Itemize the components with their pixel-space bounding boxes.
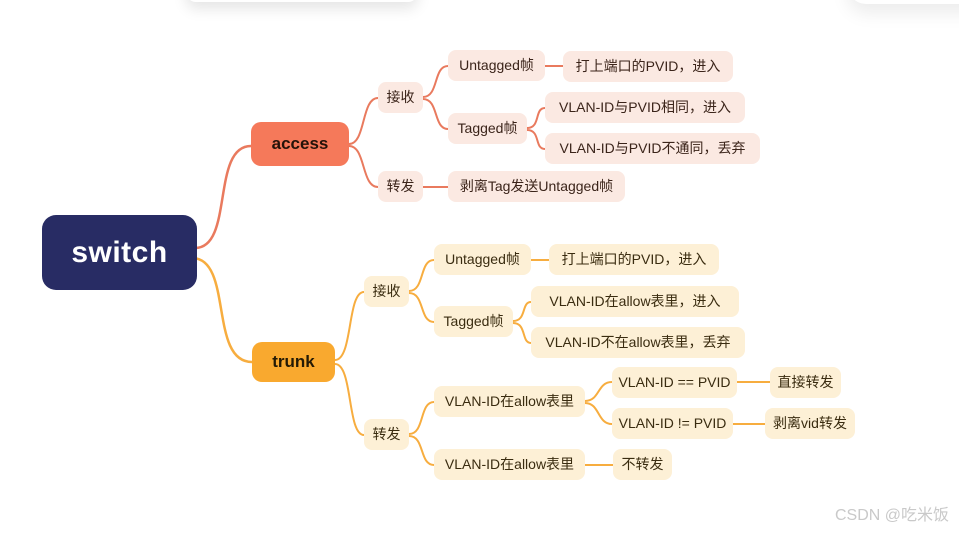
node-access-receive-untagged[interactable]: Untagged帧 bbox=[448, 50, 545, 81]
node-trunk-receive[interactable]: 接收 bbox=[364, 276, 409, 307]
node-access-forward[interactable]: 转发 bbox=[378, 171, 423, 202]
node-access[interactable]: access bbox=[251, 122, 349, 166]
node-switch[interactable]: switch bbox=[42, 215, 197, 290]
node-trunk-forward-neq-result[interactable]: 剥离vid转发 bbox=[765, 408, 855, 439]
node-trunk-forward-neq-pvid[interactable]: VLAN-ID != PVID bbox=[612, 408, 733, 439]
toolbar-shadow-left bbox=[186, 0, 418, 2]
node-trunk-forward[interactable]: 转发 bbox=[364, 419, 409, 450]
node-trunk-receive-tagged[interactable]: Tagged帧 bbox=[434, 306, 513, 337]
node-access-forward-result[interactable]: 剥离Tag发送Untagged帧 bbox=[448, 171, 625, 202]
node-trunk[interactable]: trunk bbox=[252, 342, 335, 382]
node-access-receive-tagged[interactable]: Tagged帧 bbox=[448, 113, 527, 144]
node-trunk-forward-not-in-allow[interactable]: VLAN-ID在allow表里 bbox=[434, 449, 585, 480]
node-trunk-forward-eq-result[interactable]: 直接转发 bbox=[770, 367, 841, 398]
csdn-watermark: CSDN @吃米饭 bbox=[834, 507, 949, 524]
node-trunk-forward-in-allow[interactable]: VLAN-ID在allow表里 bbox=[434, 386, 585, 417]
node-trunk-receive-tagged-in-allow[interactable]: VLAN-ID在allow表里，进入 bbox=[531, 286, 739, 317]
node-access-receive[interactable]: 接收 bbox=[378, 82, 423, 113]
node-trunk-receive-untagged[interactable]: Untagged帧 bbox=[434, 244, 531, 275]
node-trunk-forward-eq-pvid[interactable]: VLAN-ID == PVID bbox=[612, 367, 737, 398]
node-access-receive-untagged-result[interactable]: 打上端口的PVID，进入 bbox=[563, 51, 733, 82]
node-trunk-receive-untagged-result[interactable]: 打上端口的PVID，进入 bbox=[549, 244, 719, 275]
node-trunk-forward-not-in-allow-result[interactable]: 不转发 bbox=[613, 449, 672, 480]
node-trunk-receive-tagged-not-in-allow[interactable]: VLAN-ID不在allow表里，丢弃 bbox=[531, 327, 745, 358]
node-access-receive-tagged-mismatch[interactable]: VLAN-ID与PVID不通同，丢弃 bbox=[545, 133, 760, 164]
node-access-receive-tagged-match[interactable]: VLAN-ID与PVID相同，进入 bbox=[545, 92, 745, 123]
toolbar-shadow-right bbox=[848, 0, 959, 4]
